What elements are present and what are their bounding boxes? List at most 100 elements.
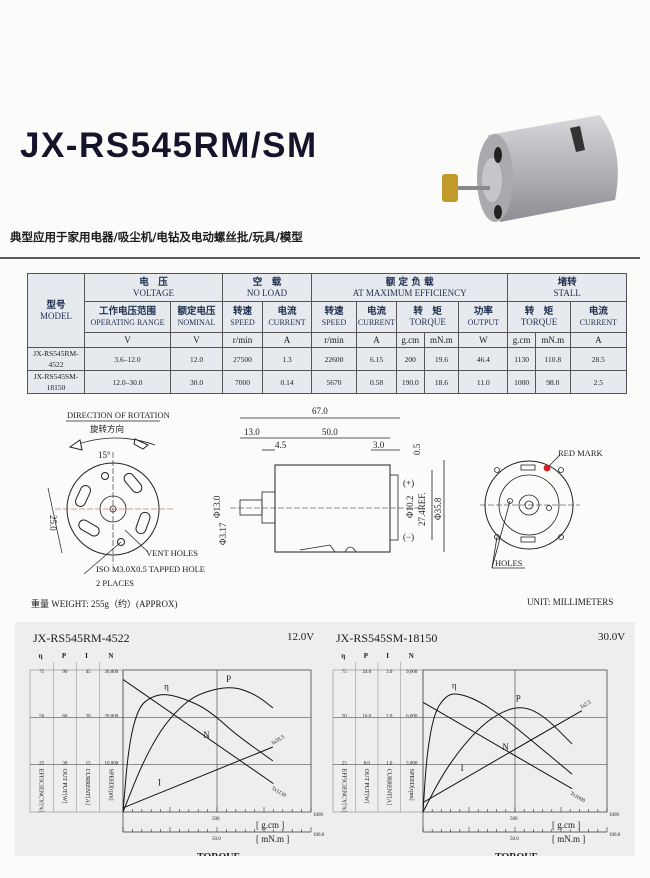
- series-label: P: [226, 674, 231, 684]
- axis-tick-label: 15: [86, 762, 92, 767]
- dim-body: 50.0: [322, 427, 338, 437]
- unit-cell: A: [356, 332, 397, 348]
- value-cell: 98.0: [534, 370, 571, 394]
- dim-shaft: 13.0: [244, 427, 260, 437]
- series-line-speed: [422, 701, 573, 790]
- value-cell: 1130: [507, 347, 536, 371]
- series-line-current: [122, 746, 274, 809]
- vent-holes-label: VENT HOLES: [146, 548, 198, 558]
- motor-photo: [442, 115, 618, 222]
- direction-label-zh: 旋转方向: [90, 424, 124, 434]
- series-label: N: [502, 742, 509, 752]
- series-label: η: [164, 681, 169, 691]
- axis-tick-label: 6,000: [406, 714, 418, 719]
- rear-view: RED MARK HOLES: [480, 448, 603, 569]
- axis-label: EFFICIENCY[%]: [340, 769, 346, 813]
- unit-cell: V: [84, 332, 171, 348]
- dim-274: 27.4REF.: [417, 492, 427, 526]
- axis-tick-label: 75: [39, 670, 45, 675]
- dim-05: 0.5: [412, 443, 422, 455]
- unit-cell: W: [458, 332, 509, 348]
- angle-label: 15°: [98, 450, 111, 460]
- holes-label: HOLES: [495, 558, 523, 568]
- series-label: N: [203, 730, 210, 740]
- plus-terminal-label: (+): [403, 478, 414, 488]
- axis-tick-label: 8.0: [364, 762, 371, 767]
- value-cell: 5670: [311, 370, 357, 394]
- value-cell: 12.0: [170, 347, 223, 371]
- red-mark-dot: [543, 464, 551, 472]
- value-cell: 190.0: [396, 370, 425, 394]
- chart-title: JX-RS545RM-4522: [33, 631, 130, 645]
- value-cell: 110.8: [534, 347, 571, 371]
- unit-cell: g.cm: [507, 332, 536, 348]
- value-cell: 11.0: [458, 370, 509, 394]
- x-tick-label: 500: [212, 817, 220, 822]
- dim-d102: Φ10.2: [405, 496, 415, 518]
- series-label: P: [516, 694, 521, 704]
- x-axis-title: TORQUE: [495, 852, 538, 856]
- axis-tick-label: 24.0: [362, 670, 371, 675]
- axis-tick-label: 3,000: [406, 762, 418, 767]
- x-tick-label: 1000: [313, 813, 324, 818]
- performance-charts: JX-RS545RM-4522 12.0V η 75 50 25EFFICIENCY[%]…: [15, 622, 635, 856]
- dim-d358: Φ35.8: [433, 497, 443, 520]
- chart-voltage: 12.0V: [287, 631, 314, 643]
- x-unit-label: [ g.cm ]: [552, 820, 580, 830]
- chart-voltage: 30.0V: [598, 631, 625, 643]
- dim-d317: Φ3.17: [218, 522, 228, 545]
- series-end-label: Ts1130: [270, 786, 287, 799]
- axis-symbol: η: [39, 652, 43, 660]
- dim-boss: 4.5: [275, 440, 287, 450]
- tapped-hole-label: ISO M3.0X0.5 TAPPED HOLE: [96, 564, 205, 574]
- unit-cell: mN.m: [534, 332, 571, 348]
- x2-tick-label: 50.0: [510, 837, 519, 842]
- value-cell: 200: [396, 347, 425, 371]
- model-cell: JX-RS545RM-4522: [27, 347, 85, 371]
- axis-symbol: P: [62, 652, 67, 660]
- x2-tick-label: 100.0: [313, 833, 325, 838]
- front-view: DIRECTION OF ROTATION 旋转方向 15° 25.0 VENT…: [47, 410, 205, 588]
- x2-tick-label: 50.0: [212, 837, 221, 842]
- series-end-label: Ia2.5: [580, 699, 593, 710]
- weight-label: 重量 WEIGHT: 255g（约）(APPROX): [31, 598, 178, 609]
- axis-tick-label: 30: [86, 714, 92, 719]
- series-line-speed: [122, 679, 274, 785]
- axis-tick-label: 2.0: [386, 714, 393, 719]
- value-cell: 28.5: [569, 347, 628, 371]
- dim-d13: Φ13.0: [212, 495, 222, 518]
- direction-label-en: DIRECTION OF ROTATION: [67, 410, 170, 420]
- series-line-power: [122, 687, 274, 813]
- axis-label: EFFICIENCY[%]: [38, 769, 44, 813]
- axis-tick-label: 60: [62, 714, 68, 719]
- gear-icon: [442, 174, 458, 202]
- axis-symbol: I: [386, 652, 389, 660]
- dimension-drawings: DIRECTION OF ROTATION 旋转方向 15° 25.0 VENT…: [31, 406, 613, 609]
- x-unit-label: [ g.cm ]: [256, 820, 284, 830]
- side-view: 67.0 13.0 50.0 4.5 3.0 0.5 (+) (−) Φ13.0…: [212, 406, 445, 553]
- value-cell: 18.6: [423, 370, 460, 394]
- axis-tick-label: 90: [62, 670, 68, 675]
- value-cell: 1.3: [262, 347, 312, 371]
- unit-label: UNIT: MILLIMETERS: [527, 597, 613, 607]
- axis-label: SPEED[rpm]: [107, 769, 113, 801]
- value-cell: 7000: [222, 370, 263, 394]
- axis-tick-label: 75: [342, 670, 348, 675]
- x2-unit-label: [ mN.m ]: [552, 834, 585, 844]
- series-label: I: [461, 763, 464, 773]
- places-label: 2 PLACES: [96, 578, 134, 588]
- x-tick-label: 500: [510, 817, 518, 822]
- axis-tick-label: 25: [39, 762, 45, 767]
- axis-symbol: N: [409, 652, 414, 660]
- axis-symbol: η: [341, 652, 345, 660]
- unit-cell: g.cm: [396, 332, 425, 348]
- series-label: η: [452, 681, 457, 691]
- unit-cell: r/min: [222, 332, 263, 348]
- value-cell: 46.4: [458, 347, 509, 371]
- axis-label: CURRENT[A]: [84, 769, 90, 805]
- axis-symbol: N: [108, 652, 113, 660]
- axis-tick-label: 50: [39, 714, 45, 719]
- value-cell: 3.6–12.0: [84, 347, 171, 371]
